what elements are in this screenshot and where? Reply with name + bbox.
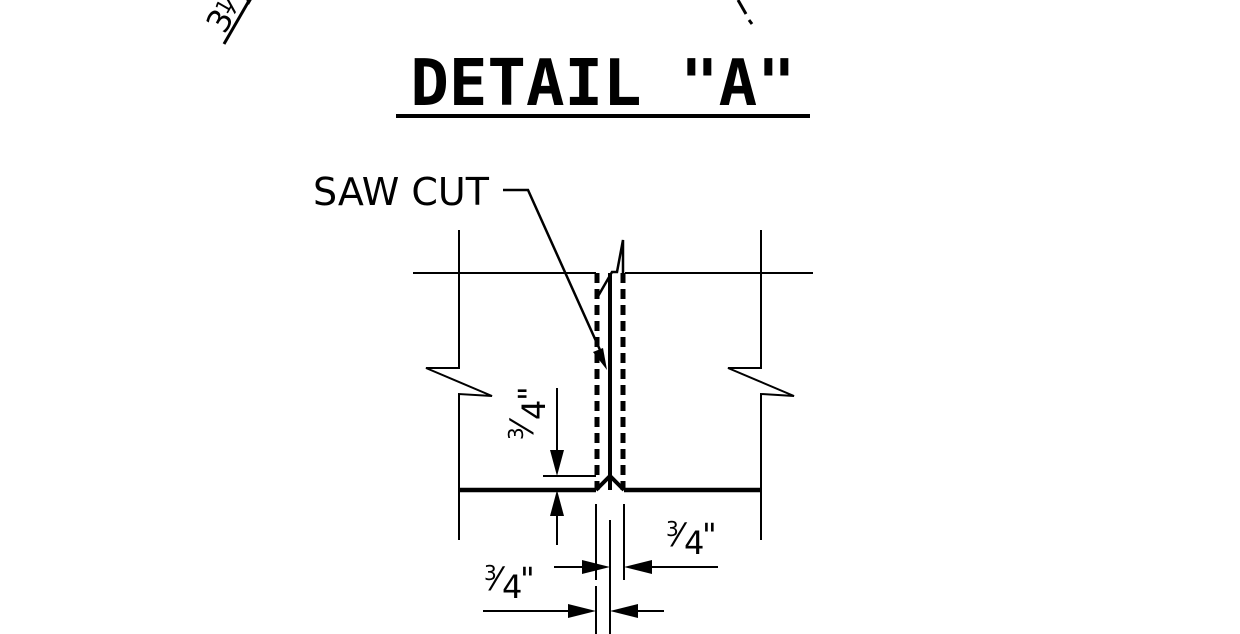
pavement-section — [413, 230, 813, 540]
lower-dimension-text: 3 ⁄ 4 " — [484, 560, 535, 606]
upper-dimension-arrow-left — [624, 560, 652, 574]
vertical-dimension-numerator: 3 — [504, 427, 528, 440]
leader-fragment-top — [736, 0, 754, 25]
vertical-dimension — [543, 388, 596, 545]
vertical-dimension-unit: " — [511, 386, 549, 401]
upper-dimension-denominator: 4 — [684, 524, 704, 562]
upper-dimension-numerator: 3 — [666, 517, 679, 541]
upper-dimension-unit: " — [702, 516, 717, 554]
lower-dimension-arrow-left — [610, 604, 638, 618]
saw-cut-leader — [503, 188, 602, 351]
vertical-dimension-arrow-up — [550, 490, 564, 516]
lower-dimension-unit: " — [520, 560, 535, 598]
upper-dimension-arrow-right — [582, 560, 610, 574]
detail-title: DETAIL "A" — [410, 47, 795, 121]
saw-cut-label: SAW CUT — [313, 170, 490, 214]
joint-dashed-lines — [594, 273, 626, 490]
upper-dimension-text: 3 ⁄ 4 " — [666, 516, 717, 562]
vertical-dimension-denominator: 4 — [515, 400, 553, 420]
partial-dimension-denominator: 2 — [232, 0, 259, 9]
extension-lines — [595, 504, 625, 634]
partial-dimension-label: 3 1 ⁄ 2 " — [199, 0, 259, 45]
vertical-dimension-arrow-down — [550, 450, 564, 476]
lower-dimension-numerator: 3 — [484, 561, 497, 585]
lower-dimension-denominator: 4 — [502, 568, 522, 606]
vertical-dimension-text: 3 ⁄ 4 " — [503, 386, 553, 440]
lower-dimension-arrow-right — [568, 604, 596, 618]
